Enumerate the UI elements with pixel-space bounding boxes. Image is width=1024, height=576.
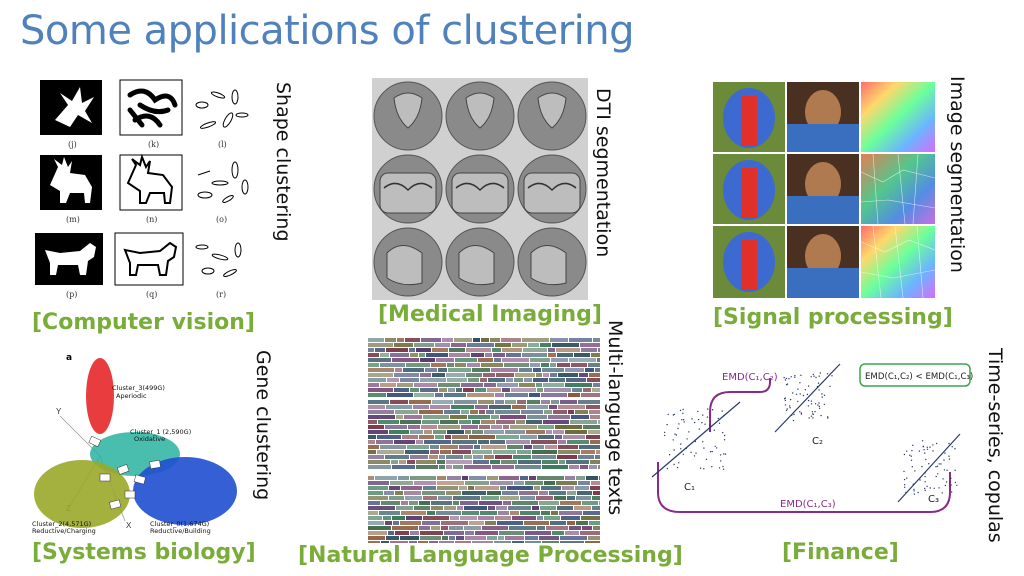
svg-text:(r): (r) xyxy=(216,290,226,299)
emd13-label: EMD(C₁,C₃) xyxy=(780,499,836,510)
c1-label: C₁ xyxy=(684,482,695,493)
image-segmentation-label: Image segmentation xyxy=(946,76,968,273)
cluster-0-name: Cluster_0(1,674G) xyxy=(150,520,209,528)
image-segmentation-figure xyxy=(713,82,935,298)
gene-panel-letter: a xyxy=(66,353,72,363)
cluster-3-name: Cluster_3(499G) xyxy=(112,384,165,392)
cluster-1-name: Cluster_1 (2,590G) xyxy=(130,428,191,436)
cluster-1-desc: Oxidative xyxy=(134,435,165,443)
signal-processing-label: [Signal processing] xyxy=(713,305,953,330)
finance-figure: EMD(C₁,C₂) EMD(C₁,C₃) EMD(C₁,C₂) < EMD(C… xyxy=(650,352,980,522)
dti-segmentation-label: DTI segmentation xyxy=(592,88,614,258)
subfig-j-label: (j) xyxy=(68,140,77,149)
cluster-2-name: Cluster_2(4,571G) xyxy=(32,520,91,528)
c3-label: C₃ xyxy=(928,494,939,505)
finance-category-label: [Finance] xyxy=(782,540,899,565)
multi-language-texts-figure xyxy=(368,338,600,543)
shape-clustering-label: Shape clustering xyxy=(272,82,294,242)
systems-biology-label: [Systems biology] xyxy=(32,540,256,565)
svg-text:(k): (k) xyxy=(148,140,159,149)
slide-title: Some applications of clustering xyxy=(20,8,635,54)
nlp-label: [Natural Language Processing] xyxy=(298,543,683,568)
gene-clustering-label: Gene clustering xyxy=(252,350,274,501)
svg-text:(m): (m) xyxy=(66,215,80,224)
gene-clustering-figure: a Y Z X Cluster_3(499G) Aperiodic xyxy=(30,346,255,538)
cluster-0-desc: Reductive/Building xyxy=(150,527,211,535)
axis-y-label: Y xyxy=(56,407,62,416)
svg-text:(q): (q) xyxy=(146,290,157,299)
svg-text:(n): (n) xyxy=(146,215,157,224)
c2-label: C₂ xyxy=(812,436,823,447)
dti-segmentation-figure xyxy=(372,78,588,300)
svg-text:(p): (p) xyxy=(66,290,77,299)
svg-text:(l): (l) xyxy=(218,140,227,149)
cluster-2-desc: Reductive/Charging xyxy=(32,527,96,535)
computer-vision-label: [Computer vision] xyxy=(32,310,255,335)
axis-x-label: X xyxy=(126,521,132,530)
emd-inequality: EMD(C₁,C₂) < EMD(C₁,C₃) xyxy=(865,372,973,382)
shape-clustering-figure: (j) (k) (l) (m) (n) (o) (p) (q) (r) xyxy=(30,75,270,305)
svg-text:(o): (o) xyxy=(216,215,227,224)
emd12-label: EMD(C₁,C₂) xyxy=(722,372,778,383)
cluster-3-desc: Aperiodic xyxy=(116,392,147,400)
multi-language-texts-label: Multi-language texts xyxy=(604,320,626,516)
medical-imaging-label: [Medical Imaging] xyxy=(378,302,602,327)
time-series-copulas-label: Time-series, copulas xyxy=(984,348,1006,543)
